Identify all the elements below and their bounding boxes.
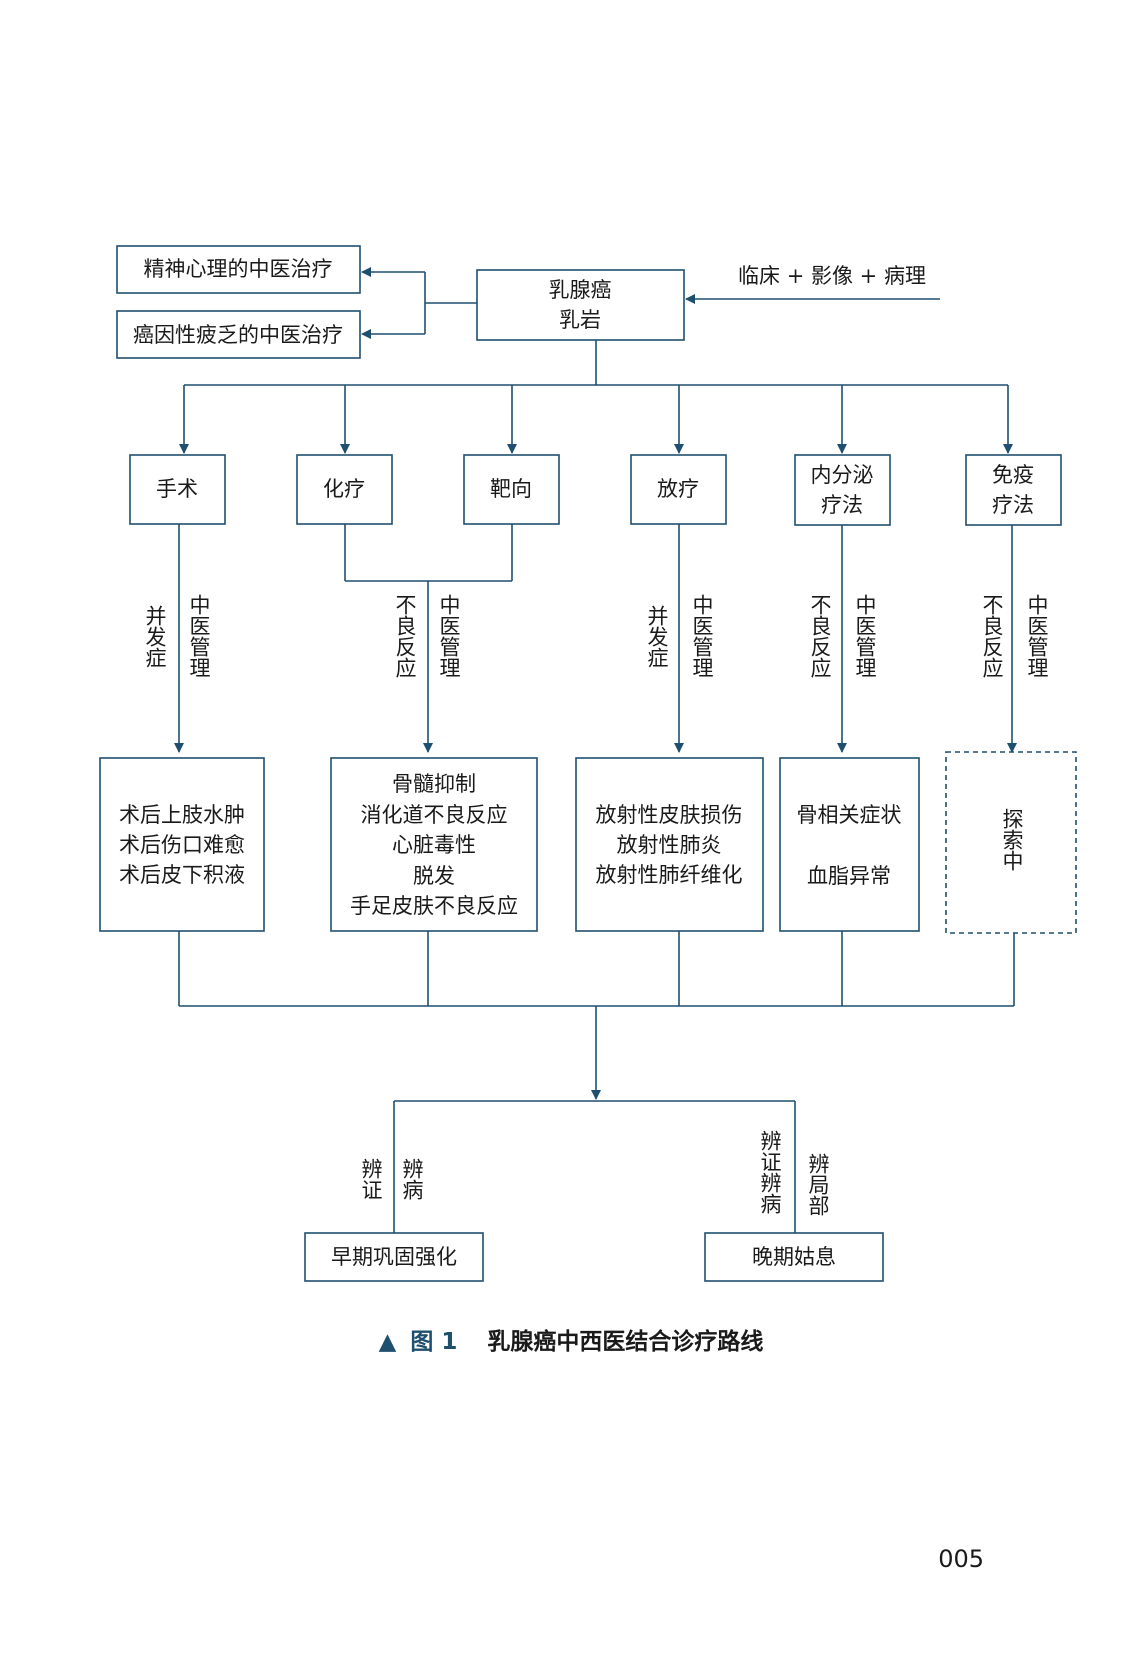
surgery-tcm-label: 中医管理	[187, 594, 211, 678]
endocrine-effects-node: 骨相关症状 血脂异常	[779, 757, 920, 932]
tcm-fatigue-node: 癌因性疲乏的中医治疗	[116, 310, 361, 359]
top-connectors	[179, 267, 1013, 454]
immuno-label-2: 疗法	[992, 493, 1034, 517]
surgery-label: 手术	[156, 477, 198, 501]
late-syndrome-disease-label: 辨证辨病	[758, 1130, 782, 1214]
chemo-effect-3: 心脏毒性	[392, 833, 476, 857]
surgery-complication-label: 并发症	[143, 605, 167, 668]
immuno-effect-label: 探索中	[1000, 808, 1024, 871]
radiation-effect-3: 放射性肺纤维化	[596, 863, 743, 887]
late-node: 晚期姑息	[704, 1232, 884, 1282]
early-syndrome-label: 辨证	[359, 1158, 383, 1200]
figure-caption: ▲ 图 1 乳腺癌中西医结合诊疗路线	[0, 1322, 1142, 1356]
root-label-1: 乳腺癌	[549, 278, 612, 302]
radiation-tcm-label: 中医管理	[690, 594, 714, 678]
chemo-effect-5: 手足皮肤不良反应	[350, 894, 518, 918]
late-label: 晚期姑息	[752, 1245, 836, 1269]
endocrine-label-2: 疗法	[821, 493, 863, 517]
endocrine-tcm-label: 中医管理	[853, 594, 877, 678]
radiation-label: 放疗	[657, 477, 699, 501]
endocrine-node: 内分泌 疗法	[794, 454, 891, 526]
surgery-effect-2: 术后伤口难愈	[119, 833, 245, 857]
diagnosis-label: 临床 + 影像 + 病理	[738, 264, 926, 288]
root-node: 乳腺癌 乳岩	[476, 269, 685, 341]
chemo-adverse-label: 不良反应	[393, 594, 417, 678]
bottom-connectors	[178, 931, 1015, 1233]
tcm-psych-node: 精神心理的中医治疗	[116, 245, 361, 294]
immuno-effects-node: 探索中	[945, 751, 1077, 934]
early-node: 早期巩固强化	[304, 1232, 484, 1282]
middle-connectors	[174, 524, 1017, 753]
endocrine-label-1: 内分泌	[811, 463, 874, 487]
root-label-2: 乳岩	[559, 308, 601, 332]
endocrine-effect-1: 骨相关症状	[797, 803, 902, 827]
early-label: 早期巩固强化	[331, 1245, 457, 1269]
surgery-effect-3: 术后皮下积液	[119, 863, 245, 887]
radiation-node: 放疗	[630, 454, 727, 525]
tcm-psych-label: 精神心理的中医治疗	[144, 257, 333, 281]
radiation-effects-node: 放射性皮肤损伤 放射性肺炎 放射性肺纤维化	[575, 757, 764, 932]
endocrine-adverse-label: 不良反应	[808, 594, 832, 678]
immuno-adverse-label: 不良反应	[980, 594, 1004, 678]
immuno-label-1: 免疫	[992, 463, 1034, 487]
endocrine-effect-2: 血脂异常	[807, 864, 891, 888]
chemo-effect-2: 消化道不良反应	[361, 803, 508, 827]
targeted-node: 靶向	[463, 454, 560, 525]
chemo-effect-1: 骨髓抑制	[392, 772, 476, 796]
late-local-label: 辨局部	[806, 1153, 830, 1216]
early-disease-label: 辨病	[400, 1158, 424, 1200]
radiation-effect-2: 放射性肺炎	[617, 833, 722, 857]
surgery-node: 手术	[129, 454, 226, 525]
tcm-fatigue-label: 癌因性疲乏的中医治疗	[133, 323, 343, 347]
immuno-node: 免疫 疗法	[965, 454, 1062, 526]
chemo-effects-node: 骨髓抑制 消化道不良反应 心脏毒性 脱发 手足皮肤不良反应	[330, 757, 538, 932]
page-number: 005	[938, 1545, 984, 1573]
chemo-label: 化疗	[323, 477, 365, 501]
immuno-tcm-label: 中医管理	[1025, 594, 1049, 678]
caption-marker: ▲	[378, 1329, 397, 1355]
chemo-effect-4: 脱发	[413, 864, 455, 888]
surgery-effects-node: 术后上肢水肿 术后伤口难愈 术后皮下积液	[99, 757, 265, 932]
targeted-label: 靶向	[490, 477, 532, 501]
figure-number: 图 1	[410, 1329, 458, 1355]
figure-title: 乳腺癌中西医结合诊疗路线	[487, 1329, 764, 1355]
chemo-tcm-label: 中医管理	[437, 594, 461, 678]
radiation-complication-label: 并发症	[645, 605, 669, 668]
chemo-node: 化疗	[296, 454, 393, 525]
radiation-effect-1: 放射性皮肤损伤	[596, 803, 743, 827]
surgery-effect-1: 术后上肢水肿	[119, 803, 245, 827]
